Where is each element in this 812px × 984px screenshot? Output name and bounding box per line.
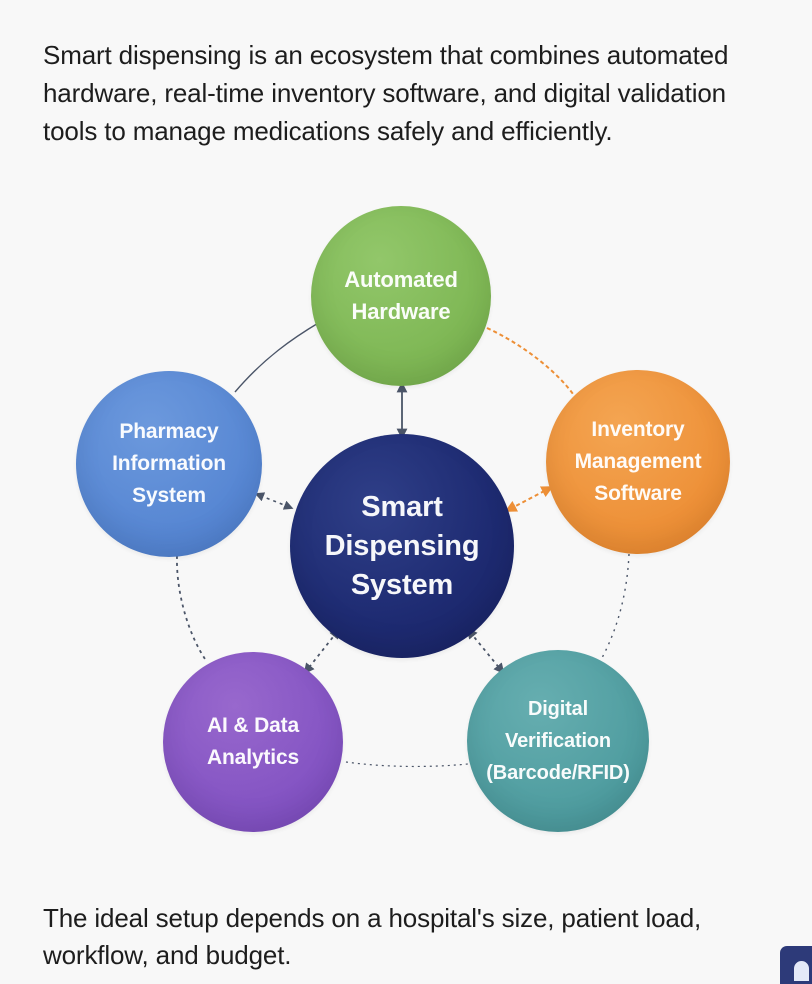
outer-connector-top-right bbox=[486, 327, 574, 395]
outer-connector-top-left bbox=[234, 321, 321, 393]
automated-hardware-node: Automated Hardware bbox=[311, 206, 491, 386]
intro-paragraph: Smart dispensing is an ecosystem that co… bbox=[43, 40, 729, 146]
center-to-inventory-connector bbox=[504, 486, 554, 512]
center-to-verification-connector bbox=[466, 627, 505, 675]
corner-logo-icon bbox=[780, 946, 812, 984]
digital-verification-label: Digital Verification (Barcode/RFID) bbox=[486, 698, 630, 784]
diagram-connectors bbox=[176, 321, 630, 768]
center-to-analytics-connector bbox=[303, 627, 341, 675]
smart-dispensing-diagram: Automated Hardware Pharmacy Information … bbox=[0, 170, 812, 860]
automated-hardware-label: Automated Hardware bbox=[344, 267, 458, 324]
smart-dispensing-system-label: Smart Dispensing System bbox=[324, 490, 480, 601]
ai-data-analytics-label: AI & Data Analytics bbox=[206, 714, 300, 769]
pharmacy-information-system-label: Pharmacy Information System bbox=[112, 420, 226, 507]
inventory-management-software-label: Inventory Management Software bbox=[574, 418, 702, 505]
pharmacy-information-system-node: Pharmacy Information System bbox=[76, 371, 262, 557]
inventory-management-software-node: Inventory Management Software bbox=[546, 370, 730, 554]
ai-data-analytics-node: AI & Data Analytics bbox=[163, 652, 343, 832]
outer-connector-left-bottom bbox=[176, 555, 208, 663]
center-to-pharmacy-connector bbox=[254, 492, 294, 510]
smart-dispensing-system-center-node: Smart Dispensing System bbox=[290, 434, 514, 658]
digital-verification-node: Digital Verification (Barcode/RFID) bbox=[467, 650, 649, 832]
outro-paragraph: The ideal setup depends on a hospital's … bbox=[43, 903, 702, 970]
outer-connector-right-bottom bbox=[594, 553, 630, 671]
outer-connector-bottom bbox=[345, 761, 469, 768]
cropped-title-remnant bbox=[244, 0, 604, 3]
